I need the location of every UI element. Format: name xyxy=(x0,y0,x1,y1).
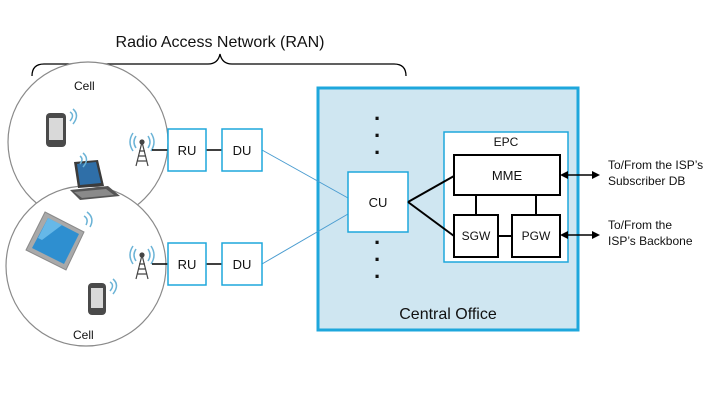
link-du-cu-top xyxy=(261,149,349,199)
du-top-label: DU xyxy=(232,142,252,158)
laptop-icon xyxy=(70,152,120,200)
link-cu-sgw xyxy=(407,201,455,237)
antenna-tower-icon-top xyxy=(129,132,155,167)
cu-box xyxy=(347,171,409,233)
arrow-pgw-backbone xyxy=(560,231,600,239)
ellipsis-dot-bottom-3: · xyxy=(374,264,382,289)
du-box-bottom xyxy=(221,242,263,286)
backbone-label-line2: ISP’s Backbone xyxy=(608,234,693,248)
ran-brace xyxy=(31,53,407,77)
ellipsis-dot-top-3: · xyxy=(374,140,382,165)
cell-bottom-circle xyxy=(5,185,167,347)
central-office-label: Central Office xyxy=(399,306,497,323)
pgw-label: PGW xyxy=(521,229,551,243)
link-cu-mme xyxy=(407,175,455,203)
mme-label: MME xyxy=(491,167,523,183)
mme-box xyxy=(453,154,561,196)
ru-box-bottom xyxy=(167,242,207,286)
subscriber-db-label-line1: To/From the ISP’s xyxy=(608,158,704,172)
ellipsis-dot-bottom-1: · xyxy=(374,230,382,255)
ran-label: Radio Access Network (RAN) xyxy=(115,34,325,51)
ru-bottom-label: RU xyxy=(177,256,197,272)
ru-top-label: RU xyxy=(177,142,197,158)
tablet-icon xyxy=(25,211,93,271)
subscriber-db-label-line2: Subscriber DB xyxy=(608,174,686,188)
sgw-box xyxy=(453,214,499,258)
link-du-cu-bottom xyxy=(261,213,349,265)
phone-icon-top xyxy=(46,108,78,147)
ellipsis-dot-bottom-2: · xyxy=(374,247,382,272)
cell-top-label: Cell xyxy=(74,79,95,93)
backbone-label-line1: To/From the xyxy=(608,218,673,232)
cell-bottom-label: Cell xyxy=(73,328,94,342)
pgw-box xyxy=(511,214,561,258)
epc-label: EPC xyxy=(493,135,519,149)
sgw-label: SGW xyxy=(461,229,491,243)
antenna-tower-icon-bottom xyxy=(129,245,155,280)
phone-icon-bottom xyxy=(88,278,118,315)
cu-label: CU xyxy=(368,194,388,210)
ellipsis-dot-top-1: · xyxy=(374,106,382,131)
arrow-mme-subscriber-db xyxy=(560,171,600,179)
du-bottom-label: DU xyxy=(232,256,252,272)
ru-box-top xyxy=(167,128,207,172)
du-box-top xyxy=(221,128,263,172)
ellipsis-dot-top-2: · xyxy=(374,123,382,148)
